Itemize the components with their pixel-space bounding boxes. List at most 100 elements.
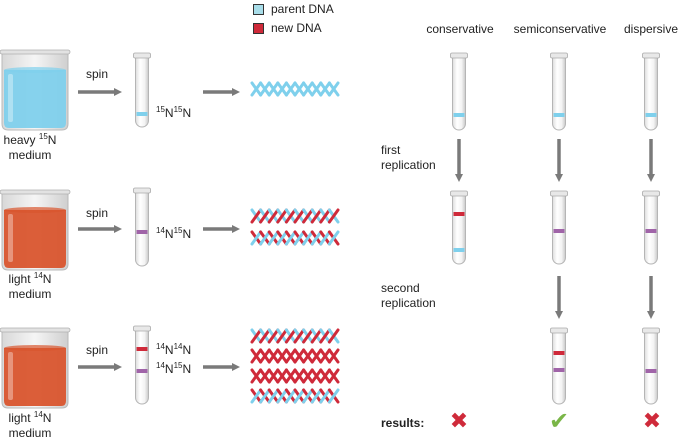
band-row3u-sup1: 14: [156, 342, 165, 351]
tube-conservative-first: [450, 190, 468, 265]
result-semiconservative-icon: ✔: [548, 407, 570, 435]
first-replication-line1: first: [381, 143, 401, 157]
tube-dispersive-parent-body: [644, 56, 658, 131]
beaker-light-1: [0, 189, 71, 271]
result-conservative-icon: ✖: [449, 409, 469, 434]
spin-label-row3: spin: [86, 343, 109, 357]
band-row2-base2: N: [182, 227, 192, 241]
tube-semiconservative-second-band-1: [553, 368, 565, 372]
medium-label-row3: light 14N medium: [0, 411, 60, 441]
band-row1-sup1: 15: [156, 105, 165, 114]
tube-semiconservative-first-band-0: [553, 229, 565, 233]
dna-row2-a-s2-9: [327, 208, 340, 224]
tube-dispersive-parent: [642, 52, 660, 131]
band-row3u-base1: N: [164, 343, 174, 357]
tube-conservative-first-band-0: [453, 212, 465, 216]
dna-row2-b-s2-9: [327, 230, 340, 246]
tube-row3: [133, 325, 151, 405]
legend-label-parent: parent DNA: [271, 2, 334, 16]
tube-semiconservative-parent-body: [552, 56, 566, 131]
dna-row3-d-s2-9: [327, 388, 340, 404]
tube-row1: [133, 52, 151, 128]
beaker-light-2-surface: [4, 345, 66, 351]
tube-conservative-parent-band-0: [453, 113, 465, 117]
medium-label-row1: heavy 15N medium: [0, 133, 60, 163]
dna-row3-a: [250, 328, 340, 344]
band-row3l-sup1: 14: [156, 361, 165, 370]
legend-label-new: new DNA: [271, 21, 322, 35]
band-row2-base1: N: [164, 227, 174, 241]
dna-row1-s2-9: [327, 81, 340, 97]
band-row1-base1: N: [164, 106, 174, 120]
tube-row2: [133, 187, 151, 267]
beaker-light-1-liquid: [4, 210, 66, 268]
beaker-heavy-liquid: [4, 70, 66, 128]
dna-row3-b-s2-9: [327, 348, 340, 364]
tube-dispersive-first-rim: [642, 190, 660, 197]
tube-semiconservative-parent: [550, 52, 568, 131]
band-row3u-base2: N: [182, 343, 192, 357]
tube-dispersive-first: [642, 190, 660, 265]
tube-dispersive-first-band-0: [645, 229, 657, 233]
medium-row3-mass: 14: [33, 410, 43, 419]
tube-row1-body: [135, 56, 149, 128]
tube-row2-band-0: [136, 230, 148, 234]
beaker-heavy: [0, 49, 71, 131]
tube-dispersive-second: [642, 327, 660, 405]
first-replication-label: first replication: [381, 143, 436, 173]
band-label-row1: 15N15N: [156, 106, 191, 121]
tube-dispersive-parent-rim: [642, 52, 660, 59]
tube-semiconservative-first: [550, 190, 568, 265]
medium-row1-line2: medium: [8, 148, 52, 162]
legend-swatch-new: [253, 23, 264, 34]
first-replication-line2: replication: [381, 158, 436, 172]
dna-row2-b: [250, 230, 340, 246]
dna-row3-d: [250, 388, 340, 404]
tube-row2-rim: [133, 187, 151, 194]
dna-row1: [250, 81, 340, 97]
beaker-light-2-highlight: [8, 352, 13, 400]
band-row3l-base2: N: [182, 362, 192, 376]
band-label-row3-lower: 14N15N: [156, 362, 191, 377]
band-row3l-sup2: 15: [173, 361, 183, 370]
tube-dispersive-second-band-0: [645, 369, 657, 373]
tube-row3-body: [135, 329, 149, 405]
header-conservative: conservative: [426, 22, 494, 36]
spin-label-row1: spin: [86, 67, 109, 81]
tube-row3-band-1: [136, 369, 148, 373]
dna-row3-a-s2-9: [327, 328, 340, 344]
medium-row2-line2: medium: [8, 287, 52, 301]
tube-row1-rim: [133, 52, 151, 59]
medium-row3-line2: medium: [8, 426, 52, 440]
dna-row3-c-s2-9: [327, 368, 340, 384]
tube-conservative-first-rim: [450, 190, 468, 197]
medium-row3-symbol: N: [42, 411, 52, 425]
medium-row3-word: light: [8, 411, 34, 425]
results-label: results:: [381, 416, 425, 430]
legend-swatch-parent: [253, 4, 264, 15]
medium-row1-mass: 15: [38, 132, 48, 141]
header-dispersive: dispersive: [623, 22, 679, 36]
tube-semiconservative-second: [550, 327, 568, 405]
tube-semiconservative-second-rim: [550, 327, 568, 334]
dna-row3-b: [250, 348, 340, 364]
tube-conservative-parent-body: [452, 56, 466, 131]
dna-row3-c: [250, 368, 340, 384]
band-row1-sup2: 15: [173, 105, 183, 114]
band-label-row3-upper: 14N14N: [156, 343, 191, 358]
beaker-light-2-rim: [0, 327, 71, 333]
medium-label-row2: light 14N medium: [0, 272, 60, 302]
beaker-heavy-rim: [0, 49, 71, 55]
tube-row3-rim: [133, 325, 151, 332]
tube-conservative-parent-rim: [450, 52, 468, 59]
medium-row1-word: heavy: [3, 133, 39, 147]
tube-semiconservative-second-band-0: [553, 351, 565, 355]
tube-semiconservative-parent-rim: [550, 52, 568, 59]
beaker-light-1-rim: [0, 189, 71, 195]
beaker-light-1-surface: [4, 207, 66, 213]
medium-row2-word: light: [8, 272, 34, 286]
tube-row2-body: [135, 191, 149, 267]
band-row1-base2: N: [182, 106, 192, 120]
